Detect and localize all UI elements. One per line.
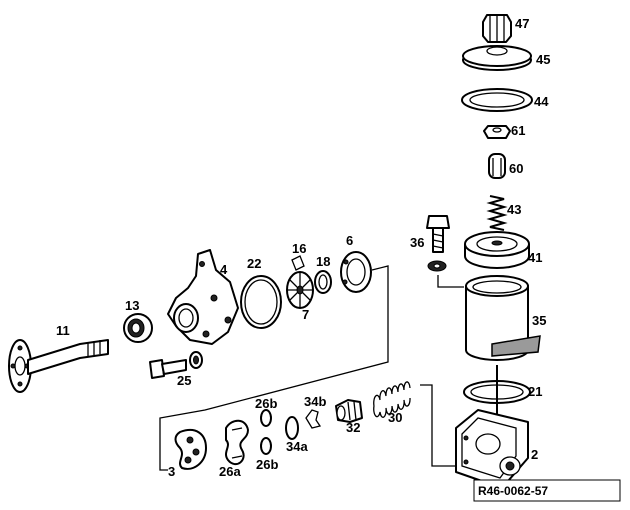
part-26b-ring-top [260,409,272,427]
part-2-pump-housing [455,409,529,489]
label-34a: 34a [286,439,308,454]
label-2: 2 [531,447,538,462]
reference-code: R46-0062-57 [478,484,548,498]
label-30: 30 [388,410,402,425]
part-34b-clip [305,409,322,429]
part-4-bracket-flange [167,249,239,345]
part-47-cap-nut [482,14,512,43]
part-11-drive-shaft [8,339,109,393]
part-number-labels: 47 45 44 61 60 43 36 41 35 21 2 30 32 34… [56,16,550,479]
label-26a: 26a [219,464,241,479]
label-35: 35 [532,313,546,328]
part-61-nut [483,125,511,139]
part-36-bolt [426,215,450,253]
part-34a-ring [285,416,299,440]
part-21-shaft-with-ring [463,365,531,432]
label-13: 13 [125,298,139,313]
label-18: 18 [316,254,330,269]
part-30-spring [373,381,411,418]
label-45: 45 [536,52,550,67]
label-36: 36 [410,235,424,250]
part-26a-plate [225,419,249,466]
part-41-pulley [464,231,530,269]
label-6: 6 [346,233,353,248]
label-21: 21 [528,384,542,399]
label-26b-top: 26b [255,396,277,411]
assembly-leader-lines [159,265,464,471]
part-7-rotor [286,271,314,309]
reference-code-box: R46-0062-57 [473,479,621,502]
part-3-plate [174,429,207,470]
label-47: 47 [515,16,529,31]
part-6-cam-ring [340,251,372,293]
washer-36 [427,260,447,272]
label-44: 44 [534,94,549,109]
part-26b-ring-bottom [260,437,272,455]
label-22: 22 [247,256,261,271]
part-18-ring [314,270,332,294]
label-41: 41 [528,250,542,265]
part-25-bolt-and-washer [149,351,203,379]
part-32-valve-body [335,399,363,423]
part-16-vane [291,255,305,271]
label-34b: 34b [304,394,326,409]
part-35-reservoir [465,275,541,361]
part-44-seal-ring [461,88,533,112]
label-25: 25 [177,373,191,388]
label-32: 32 [346,420,360,435]
part-60-valve-insert [488,153,506,179]
part-13-bearing [123,313,153,343]
label-4: 4 [220,262,228,277]
label-11: 11 [56,323,70,338]
part-22-o-ring [240,275,282,329]
label-61: 61 [511,123,525,138]
label-26b-bottom: 26b [256,457,278,472]
label-7: 7 [302,307,309,322]
part-43-spring [486,195,508,231]
part-45-cover-disc [462,45,532,71]
label-60: 60 [509,161,523,176]
label-43: 43 [507,202,521,217]
label-16: 16 [292,241,306,256]
label-3: 3 [168,464,175,479]
